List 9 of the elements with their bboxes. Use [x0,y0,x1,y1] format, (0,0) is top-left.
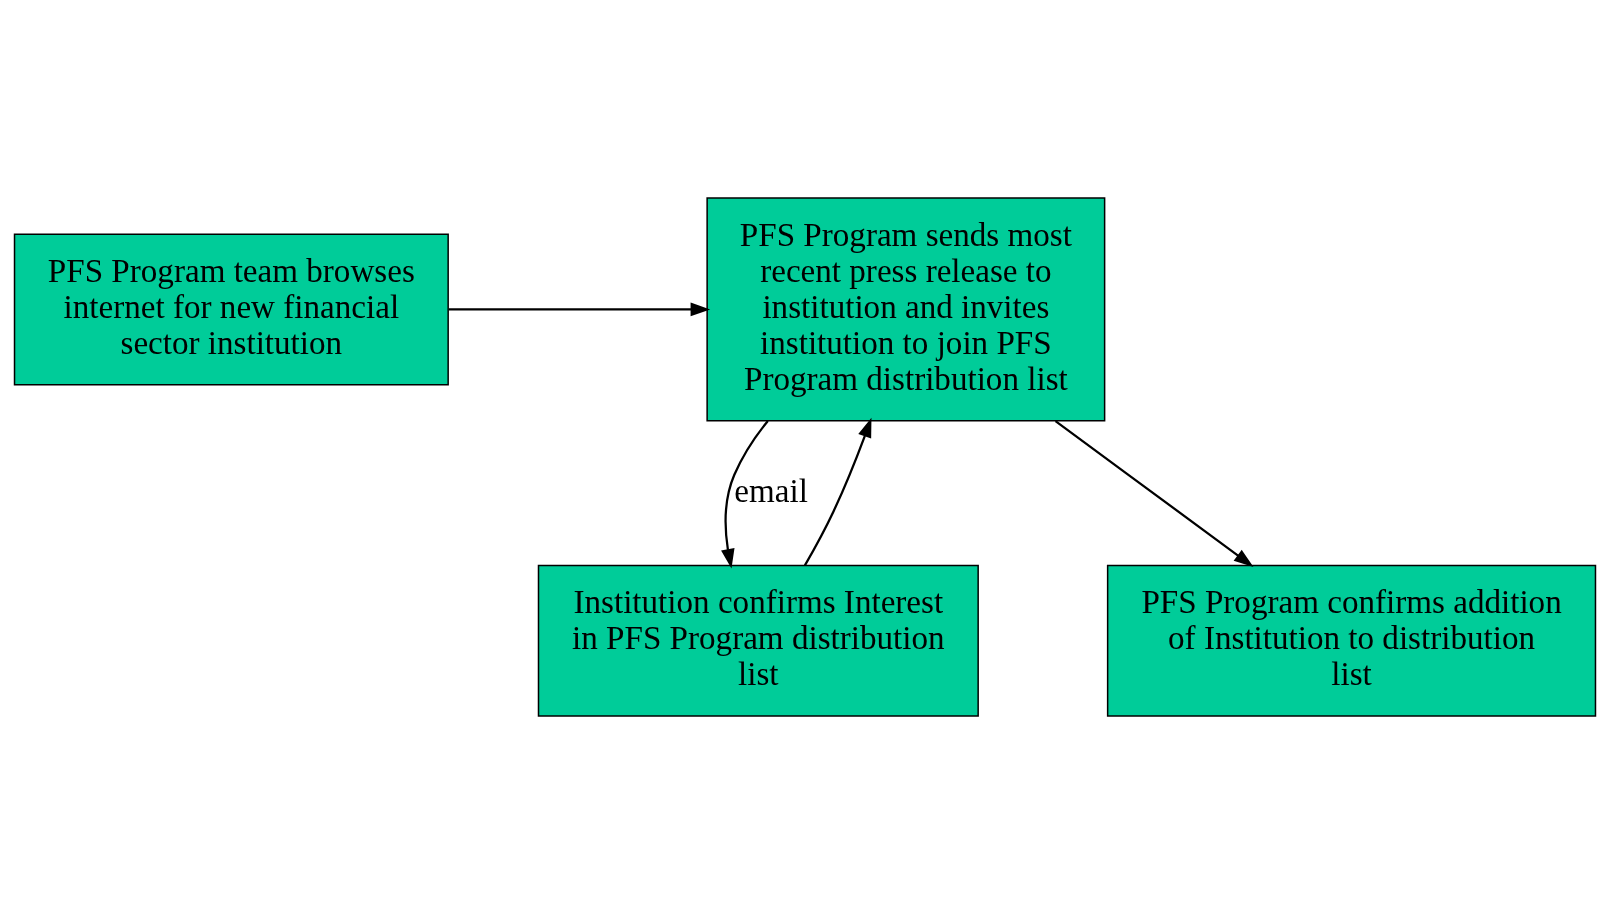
arrow [1054,420,1254,567]
edge-label: email [734,471,808,509]
node-box: Institution confirms Interest in PFS Program distribution list [537,564,979,717]
arrow [721,420,769,569]
node-box: PFS Program team browses internet for new financial sector institution [13,233,449,386]
node-box: PFS Program sends most recent press release to institution and invites institution to join PFS Program distribution list [706,197,1106,422]
node-box: PFS Program confirms addition of Institution to distribution list [1106,564,1597,717]
arrow [803,417,872,566]
arrow [448,302,711,317]
